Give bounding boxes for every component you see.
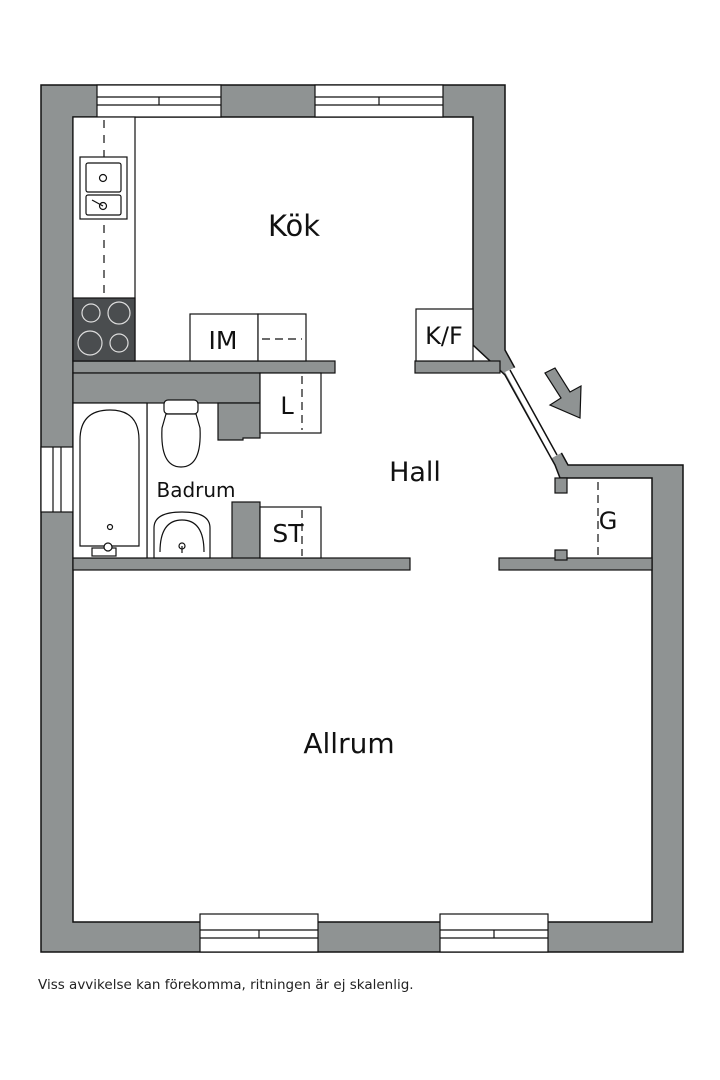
stove-icon xyxy=(72,297,136,362)
bath-hall-wall-upper xyxy=(217,402,261,441)
windows xyxy=(40,84,549,953)
storage-left-stub xyxy=(554,477,568,494)
fixture-boxes xyxy=(189,308,599,559)
bathroom-fixtures xyxy=(72,399,211,559)
disclaimer-text: Viss avvikelse kan förekomma, ritningen … xyxy=(38,977,414,993)
storage-bottom-stub xyxy=(554,549,568,561)
sink-icon xyxy=(79,156,128,220)
wardrobe-st-box xyxy=(259,506,322,559)
allrum-top-wall-left xyxy=(72,557,411,571)
window-allrum-left xyxy=(199,913,319,953)
washbasin-icon xyxy=(153,511,211,559)
fixture-label-l: L xyxy=(280,392,294,420)
entrance-door-line xyxy=(509,369,558,456)
outer-wall xyxy=(40,84,684,953)
room-label-badrum: Badrum xyxy=(156,478,235,502)
kitchen-bath-wall xyxy=(72,360,336,374)
room-label-hall: Hall xyxy=(389,457,441,488)
fixture-label-g: G xyxy=(599,507,618,535)
dishwasher-ext xyxy=(257,313,307,362)
allrum-top-wall-right xyxy=(498,557,653,571)
walls xyxy=(40,84,684,953)
fridge-freezer-box xyxy=(415,308,474,362)
interior-walls xyxy=(72,360,653,571)
room-label-kok: Kök xyxy=(268,209,320,243)
fixture-label-st: ST xyxy=(272,519,304,548)
window-kitchen-left xyxy=(96,84,222,118)
window-kitchen-right xyxy=(314,84,444,118)
toilet-icon xyxy=(161,399,201,468)
window-allrum-right xyxy=(439,913,549,953)
fixture-label-im: IM xyxy=(209,326,238,355)
kitchen-counter xyxy=(72,116,136,362)
fixture-label-kf: K/F xyxy=(425,322,463,350)
entrance-arrow-icon xyxy=(544,367,582,419)
window-bathroom xyxy=(40,446,74,513)
kitchen-right-stub xyxy=(414,360,501,374)
dishwasher-box xyxy=(189,313,259,362)
room-label-allrum: Allrum xyxy=(303,727,394,760)
bath-hall-wall-lower xyxy=(231,501,261,560)
bath-top-wall xyxy=(72,372,261,404)
bathtub-icon xyxy=(72,402,148,559)
wardrobe-l-box xyxy=(259,372,322,434)
